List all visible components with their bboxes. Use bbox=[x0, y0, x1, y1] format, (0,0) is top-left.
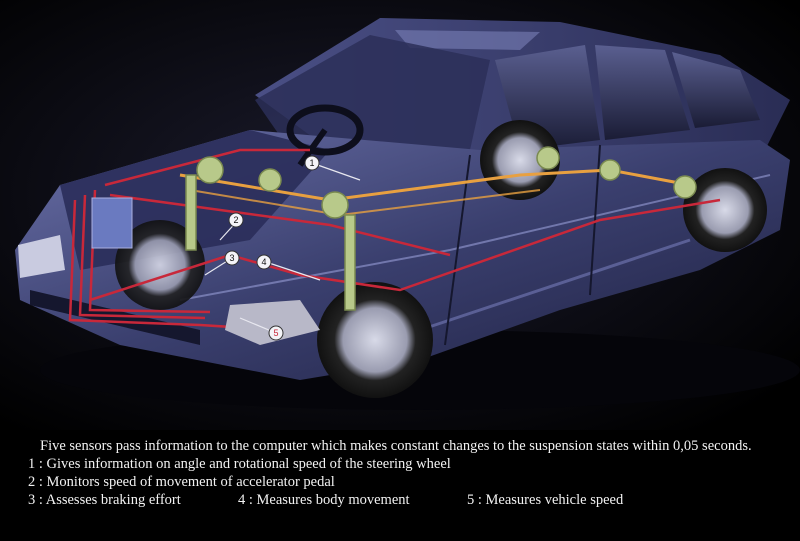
front-wheel-far bbox=[115, 220, 205, 310]
caption-item-5: 5 : Measures vehicle speed bbox=[467, 492, 624, 508]
front-left-sphere bbox=[196, 156, 224, 184]
steering-wheel bbox=[286, 104, 364, 156]
marker-1: 1 bbox=[309, 158, 314, 168]
hydraulic-line-main bbox=[179, 168, 691, 202]
caption-item-1: 1 : Gives information on angle and rotat… bbox=[28, 456, 451, 472]
marker-4: 4 bbox=[261, 257, 266, 267]
caption-item-3: 3 : Assesses braking effort bbox=[28, 492, 181, 508]
marker-circle-2 bbox=[228, 212, 244, 228]
front-wheel-near bbox=[317, 282, 433, 398]
headlight bbox=[18, 235, 65, 278]
front-right-strut bbox=[344, 214, 356, 311]
marker-3: 3 bbox=[229, 253, 234, 263]
suspension-computer bbox=[91, 197, 133, 249]
front-left-strut bbox=[185, 174, 197, 251]
sunroof bbox=[395, 30, 540, 50]
rear-right-sphere bbox=[673, 175, 697, 199]
front-right-sphere bbox=[321, 191, 349, 219]
centre-sphere bbox=[258, 168, 282, 192]
rear-quarter-window bbox=[595, 45, 690, 140]
gearbox bbox=[225, 300, 320, 345]
body-crease bbox=[179, 174, 771, 301]
rear-centre-sphere bbox=[599, 159, 621, 181]
car-suspension-illustration: 1 2 3 4 5 bbox=[0, 0, 800, 430]
rear-wheel-far bbox=[480, 120, 560, 200]
marker-circle-3 bbox=[224, 250, 240, 266]
steering-column bbox=[297, 128, 328, 167]
door-seam-front bbox=[444, 154, 471, 346]
rear-left-sphere bbox=[536, 146, 560, 170]
marker-2: 2 bbox=[233, 215, 238, 225]
caption-item-2: 2 : Monitors speed of movement of accele… bbox=[28, 474, 335, 490]
door-sill bbox=[419, 238, 691, 332]
marker-circle-4 bbox=[256, 254, 272, 270]
caption-intro: Five sensors pass information to the com… bbox=[40, 438, 752, 454]
marker-circle-1 bbox=[304, 155, 320, 171]
marker-5: 5 bbox=[273, 328, 278, 338]
windscreen-cutaway bbox=[255, 35, 490, 165]
caption: Five sensors pass information to the com… bbox=[0, 430, 800, 541]
rear-window bbox=[672, 52, 760, 128]
caption-item-4: 4 : Measures body movement bbox=[238, 492, 410, 508]
front-bumper bbox=[30, 290, 200, 345]
rear-wheel-near bbox=[683, 168, 767, 252]
marker-circle-5 bbox=[268, 325, 284, 341]
